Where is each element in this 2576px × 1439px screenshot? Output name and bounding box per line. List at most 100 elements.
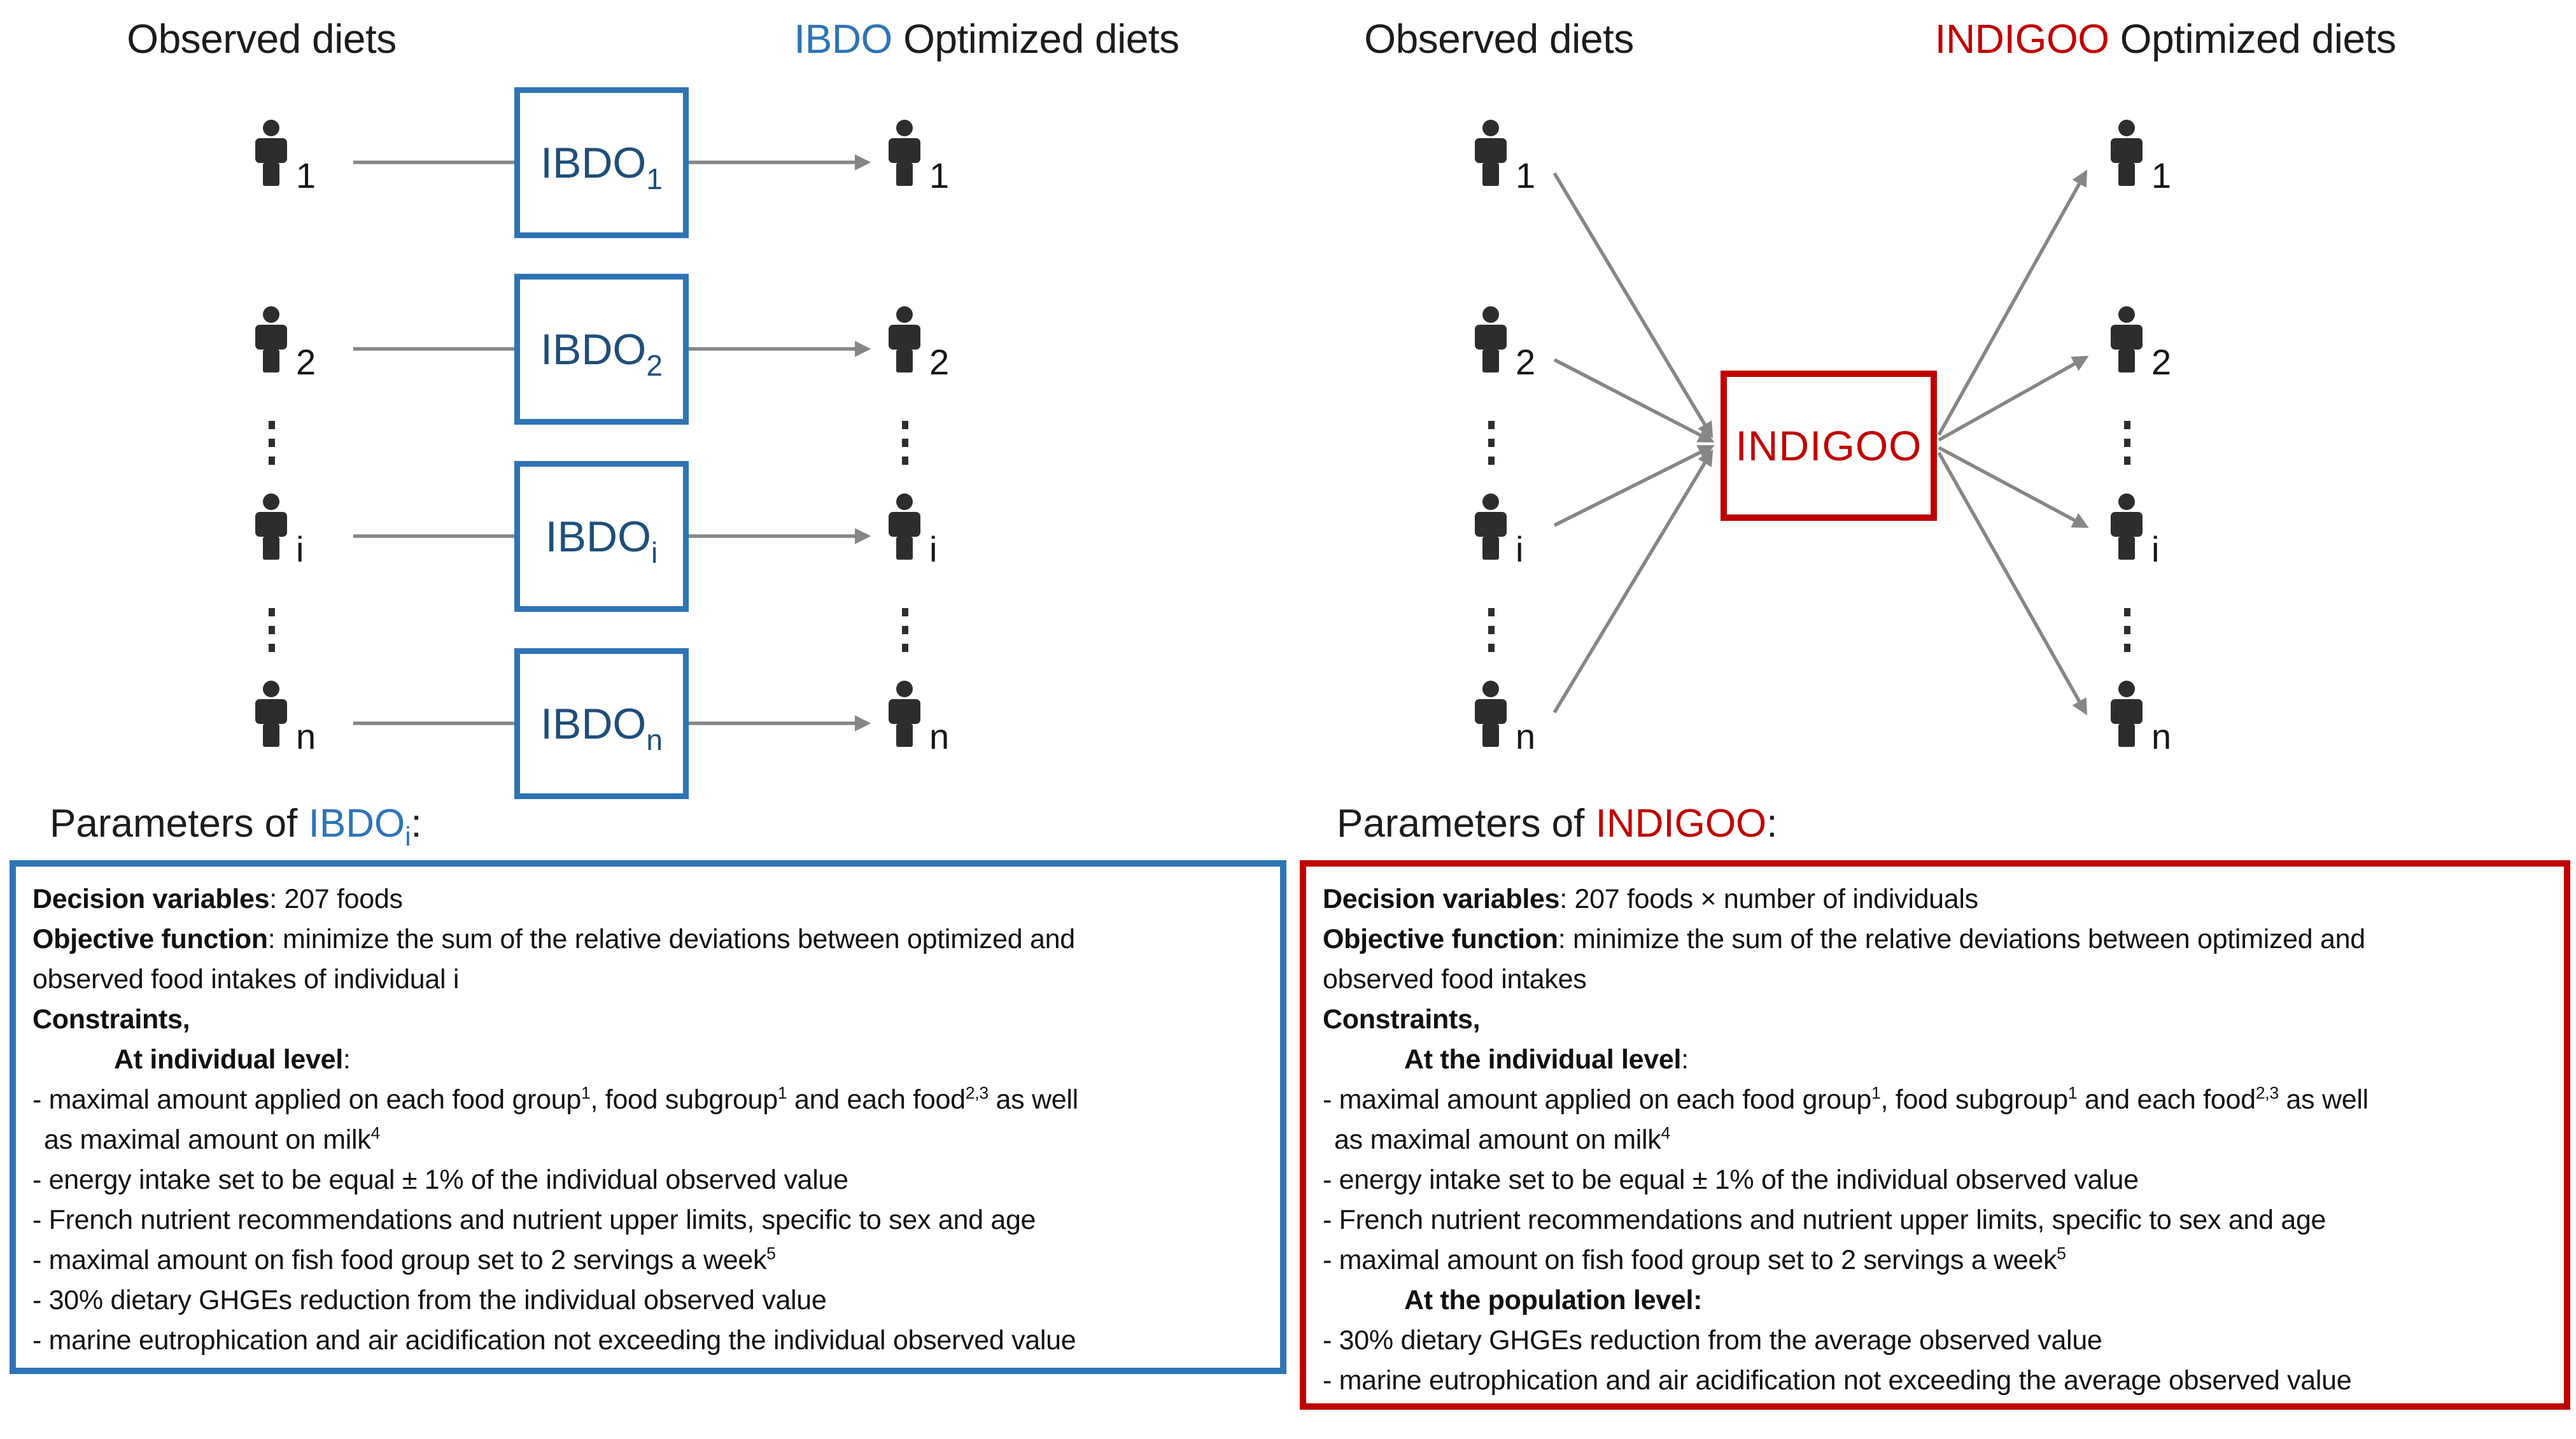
arrow	[1553, 445, 1715, 527]
param-line: - maximal amount applied on each food gr…	[1323, 1083, 2368, 1115]
param-line: - maximal amount applied on each food gr…	[32, 1083, 1078, 1115]
ibdo-box-label: IBDO2	[540, 325, 663, 382]
ibdo-parameters-box: Decision variables: 207 foods Objective …	[10, 860, 1286, 1374]
person-number-label: 2	[929, 342, 950, 382]
ellipsis-dots	[901, 421, 908, 474]
person-number-label: 2	[1516, 342, 1536, 382]
person-number-label: 1	[1516, 155, 1536, 195]
header-text: Observed diets	[1364, 16, 1634, 62]
ellipsis-dots	[2123, 608, 2130, 662]
person-icon	[2111, 306, 2143, 372]
title-text: :	[411, 802, 422, 846]
right-optimized-person-2: 2	[2110, 306, 2171, 380]
person-icon	[889, 120, 920, 186]
person-number-label: n	[2151, 716, 2172, 756]
ibdo-brand-text: IBDO	[308, 802, 405, 846]
right-panel-title: Parameters of INDIGOO:	[1337, 801, 1778, 846]
right-optimized-person-i: i	[2110, 493, 2159, 567]
person-number-label: i	[296, 529, 304, 569]
person-icon	[1475, 120, 1507, 186]
param-line: - energy intake set to be equal ± 1% of …	[1323, 1165, 2139, 1195]
left-panel-title: Parameters of IBDOi:	[50, 801, 422, 851]
arrow	[1552, 449, 1714, 714]
title-subscript: i	[405, 821, 411, 851]
person-icon	[255, 681, 287, 747]
header-text: Optimized diets	[892, 16, 1179, 62]
arrow	[1552, 172, 1714, 439]
ellipsis-dots	[1488, 608, 1495, 662]
param-line: Constraints,	[1323, 1004, 1481, 1035]
person-number-label: 2	[2151, 342, 2172, 382]
right-observed-person-1: 1	[1474, 120, 1535, 194]
person-number-label: 1	[929, 155, 950, 195]
param-line: - maximal amount on fish food group set …	[32, 1244, 776, 1275]
ibdo-box-n: IBDOn	[514, 648, 689, 799]
param-line: Objective function: minimize the sum of …	[1323, 924, 2365, 954]
right-optimized-person-n: n	[2110, 681, 2171, 755]
person-icon	[2111, 493, 2143, 560]
header-text: Observed diets	[127, 16, 397, 62]
arrow	[1938, 446, 2089, 528]
left-observed-person-n: n	[255, 681, 316, 755]
param-line: - 30% dietary GHGEs reduction from the i…	[32, 1285, 827, 1315]
ibdo-box-label: IBDO1	[540, 138, 663, 195]
param-line: - maximal amount on fish food group set …	[1323, 1244, 2066, 1275]
ibdo-box-label: IBDOi	[545, 512, 658, 569]
title-text: :	[1766, 802, 1778, 846]
person-icon	[889, 306, 920, 372]
left-observed-person-1: 1	[255, 120, 316, 194]
arrow	[1938, 355, 2089, 442]
param-line: Objective function: minimize the sum of …	[32, 924, 1075, 954]
ibdo-box-2: IBDO2	[514, 274, 689, 425]
person-icon	[2111, 120, 2143, 186]
title-text: Parameters of	[50, 802, 309, 846]
param-line: Decision variables: 207 foods	[32, 884, 403, 914]
arrow	[1553, 358, 1715, 443]
person-number-label: n	[1516, 716, 1536, 756]
ellipsis-dots	[268, 421, 275, 474]
person-icon	[889, 681, 920, 747]
right-observed-person-2: 2	[1474, 306, 1535, 380]
left-optimized-person-n: n	[888, 681, 949, 755]
left-optimized-person-1: 1	[888, 120, 949, 194]
param-line: observed food intakes of individual i	[32, 964, 460, 995]
header-text: Optimized diets	[2109, 16, 2397, 62]
param-line: - energy intake set to be equal ± 1% of …	[32, 1165, 848, 1195]
left-observed-person-i: i	[255, 493, 304, 567]
param-line: - 30% dietary GHGEs reduction from the a…	[1323, 1325, 2102, 1356]
header-left-optimized: IBDO Optimized diets	[794, 15, 1179, 62]
person-icon	[1475, 306, 1507, 372]
header-right-optimized: INDIGOO Optimized diets	[1935, 15, 2397, 62]
param-line: - marine eutrophication and air acidific…	[1323, 1365, 2352, 1396]
param-line: Constraints,	[32, 1004, 190, 1035]
person-icon	[255, 306, 287, 372]
indigoo-box-label: INDIGOO	[1735, 422, 1922, 469]
right-optimized-person-1: 1	[2110, 120, 2171, 194]
indigoo-brand-text: INDIGOO	[1934, 16, 2109, 62]
title-text: Parameters of	[1337, 802, 1596, 846]
ellipsis-dots	[2123, 421, 2130, 474]
param-line: - French nutrient recommendations and nu…	[1323, 1205, 2326, 1235]
right-diagram-arrows	[1552, 169, 2089, 716]
person-number-label: 2	[296, 342, 316, 382]
ibdo-brand-text: IBDO	[794, 16, 892, 62]
param-line: At the population level:	[1404, 1285, 1703, 1315]
ibdo-box-1: IBDO1	[514, 87, 689, 238]
person-icon	[255, 120, 287, 186]
left-optimized-person-2: 2	[888, 306, 949, 380]
arrow	[1937, 169, 2088, 436]
arrow	[1937, 451, 2088, 716]
indigoo-parameters-text: Decision variables: 207 foods × number o…	[1306, 867, 2564, 1401]
person-icon	[2111, 681, 2143, 747]
ellipsis-dots	[268, 608, 275, 662]
param-line: Decision variables: 207 foods × number o…	[1323, 884, 1978, 914]
param-line: At individual level:	[114, 1044, 351, 1075]
indigoo-brand-text: INDIGOO	[1595, 802, 1767, 846]
left-diagram-arrows	[353, 154, 871, 732]
ibdo-box-label: IBDOn	[540, 699, 663, 756]
person-number-label: 1	[296, 155, 316, 195]
left-optimized-person-i: i	[888, 493, 937, 567]
person-number-label: i	[1516, 529, 1524, 569]
